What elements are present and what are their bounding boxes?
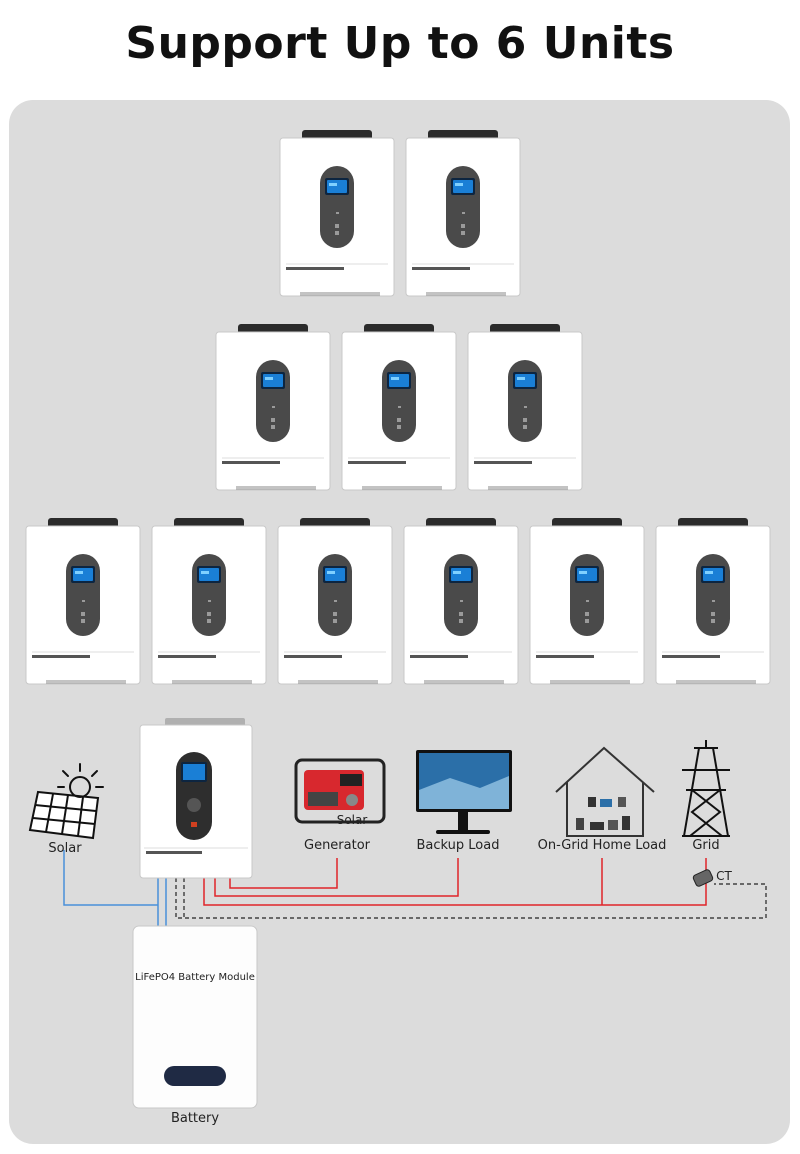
inverter-unit — [403, 517, 519, 685]
inverter-unit — [529, 517, 645, 685]
ct-comm-line — [175, 878, 767, 919]
battery-label: Battery — [170, 1111, 220, 1126]
inverter-unit — [277, 517, 393, 685]
main-inverter — [139, 718, 253, 879]
solar-panel-icon — [28, 763, 104, 840]
parallel-inverter-rows — [25, 129, 771, 685]
inverter-unit — [467, 323, 583, 491]
generator-overlap-text: Solar — [336, 813, 368, 827]
backup-load-ac-line — [214, 858, 459, 897]
backup-load-monitor-icon — [416, 750, 512, 834]
generator-icon — [294, 758, 386, 824]
inverter-unit — [25, 517, 141, 685]
solar-dc-line — [63, 850, 158, 906]
ct-label: CT — [716, 869, 732, 883]
battery-module-text: LiFePO4 Battery Module — [135, 972, 255, 983]
page-title: Support Up to 6 Units — [125, 18, 675, 69]
on-grid-home-load-label: On-Grid Home Load — [537, 838, 667, 853]
inverter-unit — [405, 129, 521, 297]
inverter-unit — [279, 129, 395, 297]
inverter-unit — [655, 517, 771, 685]
grid-label: Grid — [692, 838, 720, 853]
inverter-unit — [151, 517, 267, 685]
grid-ac-line — [203, 858, 707, 906]
solar-label: Solar — [48, 841, 82, 856]
generator-ac-line — [229, 858, 338, 889]
home-load-house-icon — [555, 746, 655, 837]
grid-tower-icon — [682, 740, 730, 837]
ct-clamp-icon — [692, 869, 714, 887]
inverter-unit — [341, 323, 457, 491]
battery-module — [132, 925, 258, 1109]
backup-load-label: Backup Load — [416, 838, 500, 853]
inverter-unit — [215, 323, 331, 491]
generator-label: Generator — [303, 838, 371, 853]
